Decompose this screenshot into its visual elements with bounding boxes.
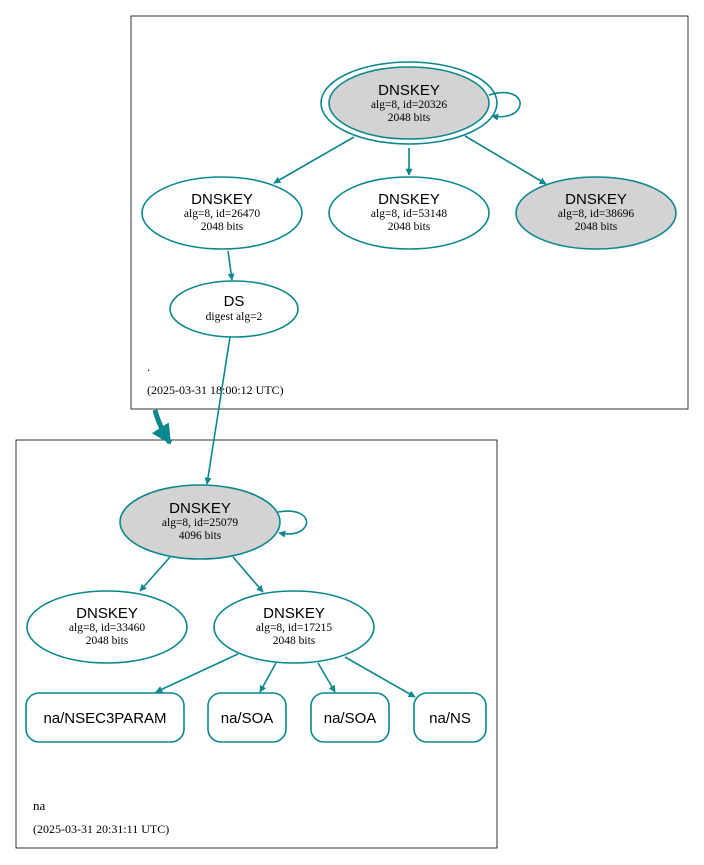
rrset-label: na/SOA [221, 710, 274, 727]
na-zone-border [15, 439, 498, 849]
node-key-size: 2048 bits [575, 221, 618, 233]
na-zsk-17215-node[interactable]: DNSKEY alg=8, id=17215 2048 bits [213, 590, 375, 664]
node-alg-id: alg=8, id=38696 [558, 208, 634, 220]
root-zone-edges [227, 91, 547, 281]
edge-na-ksk-to-zsk-17215 [232, 556, 264, 593]
node-key-size: 2048 bits [388, 221, 431, 233]
na-ksk-node[interactable]: DNSKEY alg=8, id=25079 4096 bits [119, 484, 281, 560]
rrset-ns-node[interactable]: na/NS [413, 692, 487, 743]
edge-root-ksk-self [488, 91, 521, 121]
root-zone-border [130, 15, 689, 410]
root-zone-cluster: . (2025-03-31 18:00:12 UTC) [130, 15, 689, 410]
node-key-size: 2048 bits [273, 635, 316, 647]
node-key-size: 2048 bits [388, 112, 431, 124]
node-title: DNSKEY [263, 605, 325, 622]
node-key-size: 4096 bits [179, 530, 222, 542]
edge-root-ksk-to-zsk-26470 [273, 136, 355, 184]
edge-zone-delegation [151, 409, 173, 445]
delegation-edges [151, 336, 231, 485]
node-title: DNSKEY [76, 605, 138, 622]
edge-na-ksk-self [277, 510, 308, 538]
na-zone-timestamp: (2025-03-31 20:31:11 UTC) [33, 822, 169, 836]
node-alg-id: alg=8, id=25079 [162, 517, 238, 529]
rrset-label: na/SOA [324, 710, 377, 727]
edge-zsk-17215-to-soa-1 [259, 662, 277, 693]
root-zone-name: . [147, 359, 150, 374]
node-title: DNSKEY [378, 191, 440, 208]
edge-zsk-17215-to-nsec3param [155, 653, 239, 693]
node-key-size: 2048 bits [86, 635, 129, 647]
rrset-soa-node-1[interactable]: na/SOA [207, 692, 287, 743]
root-zone-timestamp: (2025-03-31 18:00:12 UTC) [147, 383, 284, 397]
node-alg-id: alg=8, id=53148 [371, 208, 447, 220]
na-zsk-33460-node[interactable]: DNSKEY alg=8, id=33460 2048 bits [26, 590, 188, 664]
root-zsk-53148-node[interactable]: DNSKEY alg=8, id=53148 2048 bits [328, 176, 490, 250]
root-zsk-38696-node[interactable]: DNSKEY alg=8, id=38696 2048 bits [515, 176, 677, 250]
node-key-size: 2048 bits [201, 221, 244, 233]
edge-zsk-17215-to-soa-2 [317, 662, 336, 693]
rrset-label: na/NSEC3PARAM [43, 710, 166, 727]
edge-ds-to-na-ksk [204, 336, 231, 485]
node-title: DNSKEY [191, 191, 253, 208]
node-digest: digest alg=2 [206, 311, 263, 323]
na-zone-cluster: na (2025-03-31 20:31:11 UTC) [15, 439, 498, 849]
node-title: DS [224, 293, 245, 310]
node-alg-id: alg=8, id=26470 [184, 208, 260, 220]
node-alg-id: alg=8, id=33460 [69, 622, 145, 634]
rrset-soa-node-2[interactable]: na/SOA [310, 692, 390, 743]
root-zsk-26470-node[interactable]: DNSKEY alg=8, id=26470 2048 bits [141, 176, 303, 250]
edge-zsk-26470-to-ds [227, 250, 235, 281]
rrset-label: na/NS [429, 710, 471, 727]
node-title: DNSKEY [378, 82, 440, 99]
na-zone-edges [139, 510, 416, 698]
edge-zsk-17215-to-ns [344, 656, 416, 698]
node-alg-id: alg=8, id=17215 [256, 622, 332, 634]
na-zone-name: na [33, 798, 46, 813]
node-title: DNSKEY [565, 191, 627, 208]
edge-na-ksk-to-zsk-33460 [139, 556, 171, 592]
root-ksk-node[interactable]: DNSKEY alg=8, id=20326 2048 bits [320, 61, 498, 145]
node-title: DNSKEY [169, 500, 231, 517]
edge-root-ksk-to-zsk-38696 [464, 135, 547, 185]
ds-node[interactable]: DS digest alg=2 [169, 280, 299, 338]
rrset-nsec3param-node[interactable]: na/NSEC3PARAM [25, 692, 185, 743]
node-alg-id: alg=8, id=20326 [371, 99, 447, 111]
